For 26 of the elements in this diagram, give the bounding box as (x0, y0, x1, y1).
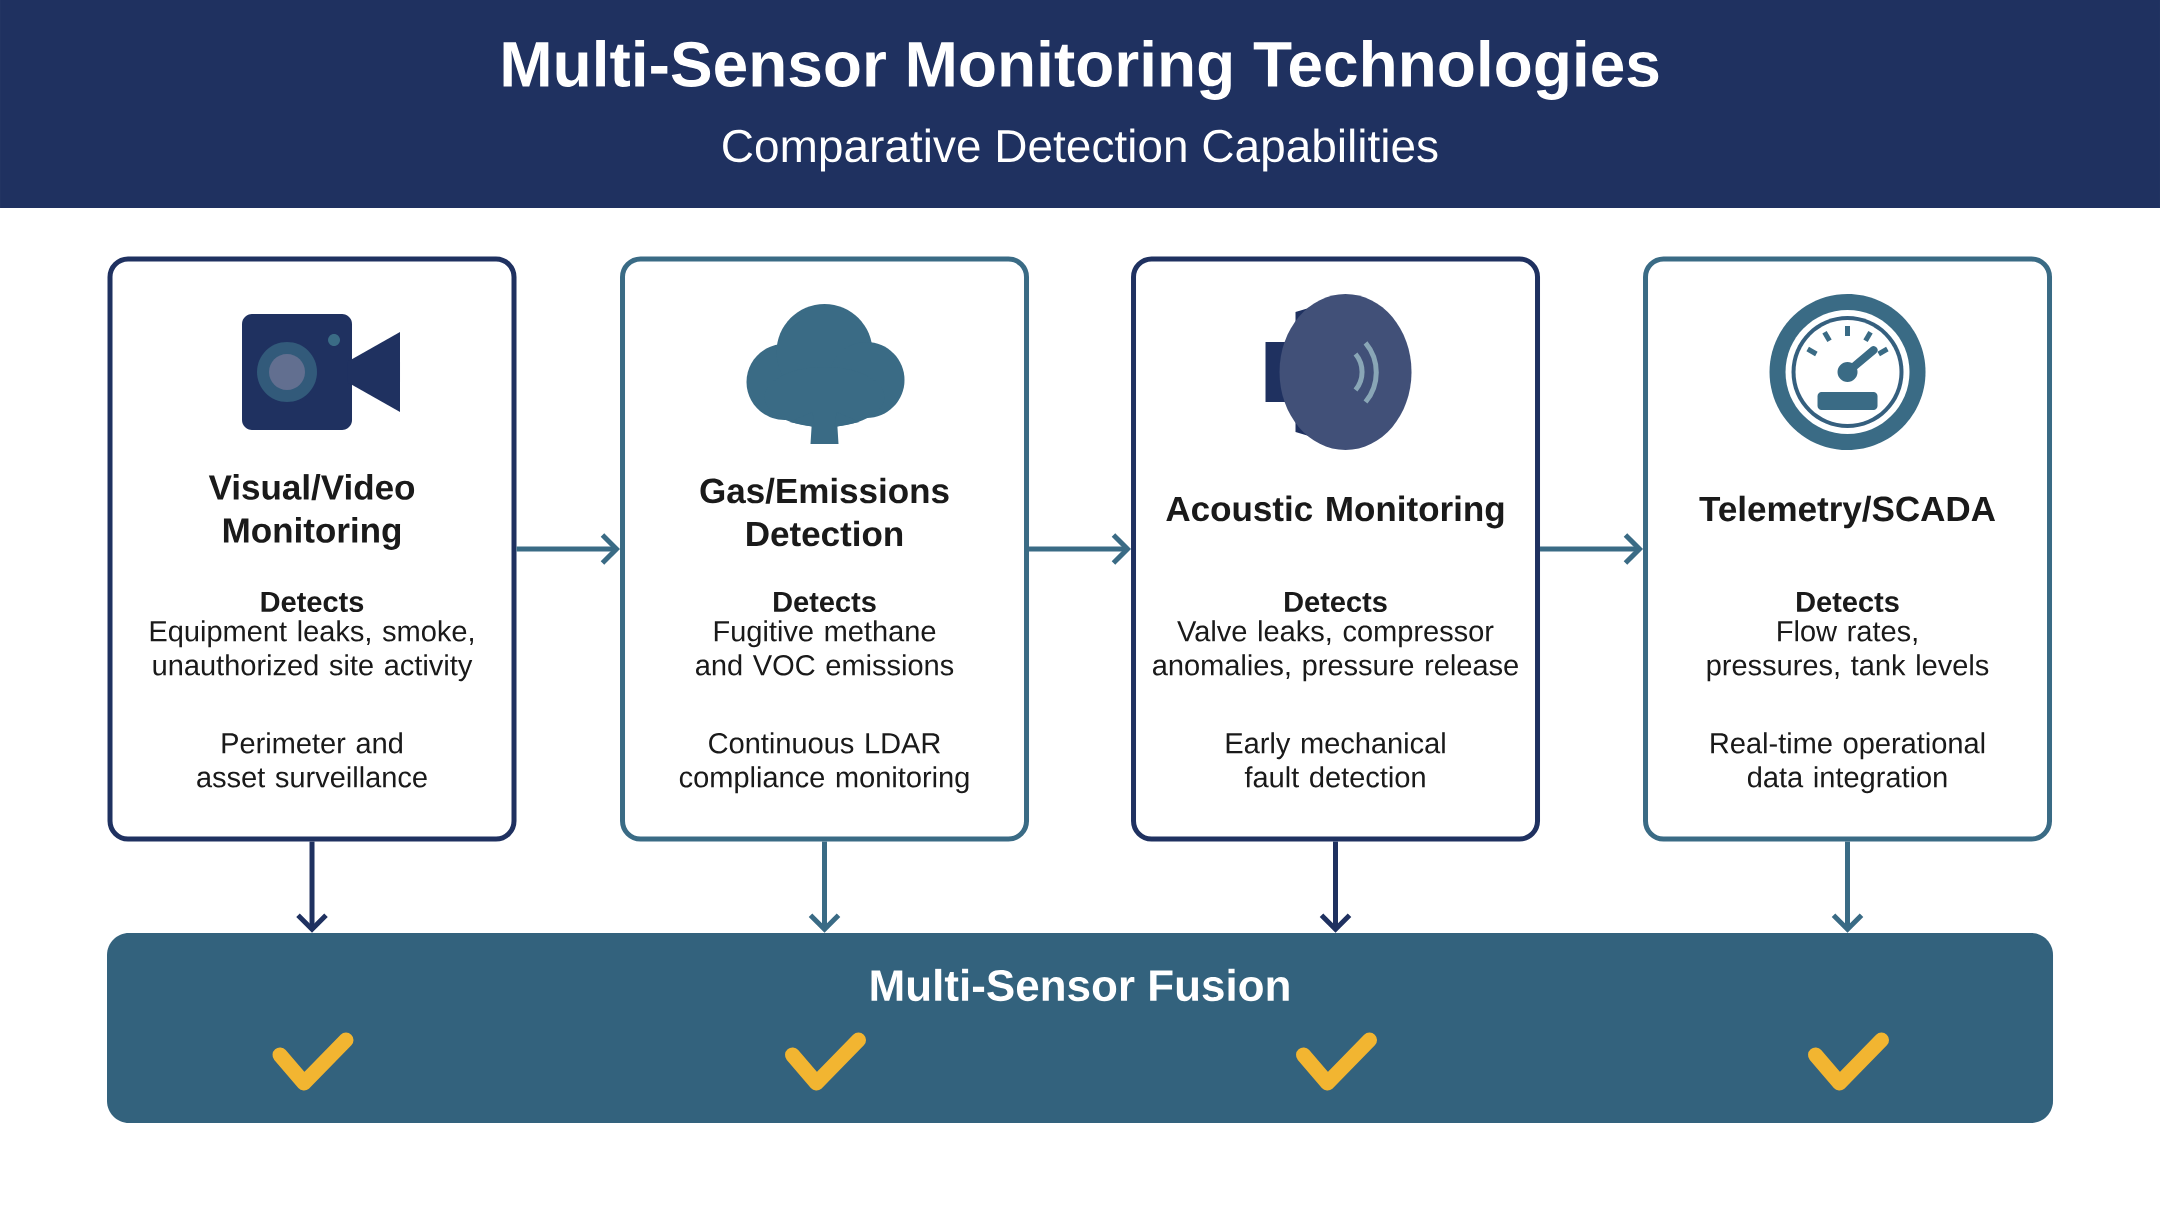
title: Multi-Sensor Monitoring Technologies (503, 40, 1659, 100)
arrow (1029, 533, 1131, 565)
card-heading: Gas/Emissions Detection (700, 477, 949, 547)
arrow (1540, 533, 1643, 565)
arrow (296, 841, 328, 933)
band-heading: Multi-Sensor Fusion (871, 968, 1289, 1002)
detection-text: Valve leaks, compressor anomalies, pressure release (1153, 620, 1518, 682)
arrow (808, 841, 841, 933)
use-case-text: Real-time operational data integration (1711, 732, 1985, 794)
detects-label: Detects (1285, 591, 1387, 613)
use-case-text: Perimeter and asset surveillance (197, 732, 427, 788)
detects-label: Detects (774, 591, 876, 613)
card-heading: Telemetry/SCADA (1699, 495, 1996, 529)
detection-text: Equipment leaks, smoke, unauthorized site activity (150, 620, 473, 682)
card-heading: Visual/Video Monitoring (208, 474, 415, 550)
card-heading: Acoustic Monitoring (1166, 495, 1504, 529)
arrow (1831, 841, 1864, 933)
detection-text: Fugitive methane and VOC emissions (696, 620, 954, 676)
detects-label: Detects (1797, 591, 1899, 613)
detects-label: Detects (261, 591, 364, 613)
subtitle: Comparative Detection Capabilities (723, 128, 1438, 172)
use-case-text: Early mechanical fault detection (1226, 732, 1445, 788)
use-case-text: Continuous LDAR compliance monitoring (679, 732, 969, 794)
detection-text: Flow rates, pressures, tank levels (1707, 620, 1989, 682)
arrow (516, 533, 620, 565)
arrow (1319, 841, 1352, 933)
